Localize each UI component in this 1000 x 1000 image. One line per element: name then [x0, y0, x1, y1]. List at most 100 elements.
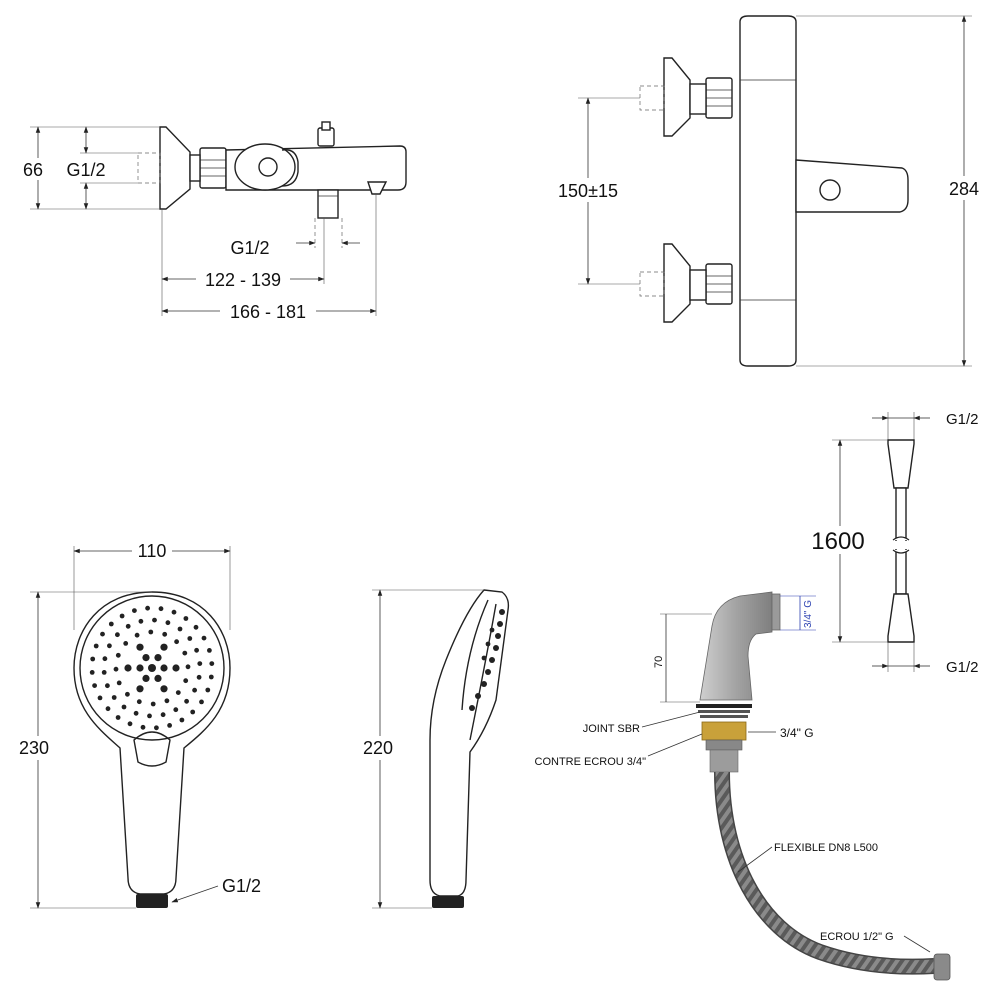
spray-nozzle [127, 721, 133, 727]
spray-nozzle [136, 664, 144, 672]
spray-nozzle [133, 710, 139, 716]
spray-nozzles [89, 605, 215, 731]
thread-right-label: 3/4" G [780, 726, 814, 740]
contre-ecrou-label: CONTRE ECROU 3/4" [535, 756, 647, 768]
ecrou-nut [933, 953, 951, 981]
spray-nozzle [138, 618, 144, 624]
spray-nozzle [147, 713, 152, 719]
spout-thread [771, 593, 781, 631]
hand-shower-side-view: 220 [358, 589, 510, 909]
spray-nozzle [142, 674, 150, 683]
spray-nozzle [184, 698, 190, 704]
spray-nozzle [115, 715, 121, 720]
spray-nozzle [100, 631, 105, 637]
spray-nozzle [177, 626, 183, 632]
spray-nozzle [136, 685, 144, 693]
flexible-ferrule [709, 749, 739, 773]
hand-shower-side-height: 220 [363, 738, 393, 758]
spray-nozzle [190, 709, 196, 715]
spray-nozzle [136, 699, 142, 705]
spray-nozzle [172, 664, 180, 672]
spray-nozzle [205, 687, 211, 693]
dim-total-height: 284 [949, 179, 979, 199]
spray-nozzle [125, 623, 131, 629]
spray-nozzle [182, 650, 188, 656]
mode-selector [133, 731, 171, 767]
joint-sbr-label: JOINT SBR [583, 723, 640, 735]
lower-inlet-flange [663, 243, 691, 323]
mixer-front-view: 150±15 284 [552, 15, 984, 367]
spray-nozzle [162, 631, 168, 637]
spray-nozzle [90, 656, 96, 662]
ecrou-label: ECROU 1/2" G [820, 931, 894, 943]
dim-inlet-thread: G1/2 [66, 160, 105, 180]
spray-nozzle [196, 674, 202, 680]
spray-nozzle [107, 643, 112, 649]
spray-nozzle [183, 678, 189, 684]
spray-nozzle [158, 606, 164, 612]
hand-shower-thread: G1/2 [222, 876, 261, 896]
cartridge-knob [258, 157, 278, 177]
inlet-stub [137, 152, 161, 184]
hose-length: 1600 [811, 528, 864, 555]
spray-nozzle [209, 661, 215, 666]
spout-body [699, 591, 773, 701]
spray-nozzle [160, 712, 166, 718]
spray-nozzle [174, 639, 180, 645]
spray-nozzle [154, 674, 162, 683]
spray-nozzle [201, 635, 207, 641]
contre-ecrou [701, 721, 747, 741]
shower-outlet [317, 189, 339, 219]
spray-nozzle [113, 666, 119, 672]
spray-nozzle [152, 617, 157, 623]
spray-nozzle [194, 647, 200, 653]
spray-nozzle [124, 664, 132, 672]
mixer-top-view: 66 G1/2 G1/2 122 - 139 166 - 181 [18, 121, 407, 322]
wall-flange [159, 126, 191, 210]
spray-nozzle [148, 664, 156, 672]
spray-nozzle [207, 648, 212, 653]
spray-nozzle [150, 701, 156, 707]
spray-nozzle [160, 685, 168, 693]
spray-nozzle [121, 704, 127, 710]
hand-shower-width: 110 [138, 541, 167, 561]
spray-nozzle [160, 664, 168, 672]
dim-inlet-spacing: 150±15 [558, 181, 618, 201]
spray-nozzle [140, 724, 146, 730]
hand-shower-outline [73, 591, 231, 895]
spray-nozzle [115, 652, 121, 658]
spray-nozzle [197, 661, 203, 666]
spray-nozzle [142, 654, 150, 662]
spray-nozzle [154, 654, 162, 662]
dim-outlet-span: 122 - 139 [205, 270, 281, 290]
hand-shower-connector [136, 894, 168, 908]
spout-thread-label: 3/4" G [803, 600, 814, 628]
upper-inlet-flange [663, 57, 691, 137]
spray-nozzle [132, 608, 137, 613]
mixer-arm [795, 159, 909, 213]
spray-nozzle [115, 632, 120, 638]
hand-shower-front-view: 110 230 G1/2 [14, 540, 261, 909]
spray-nozzle [192, 687, 198, 693]
spray-nozzle [199, 699, 204, 705]
spray-face [79, 595, 225, 741]
spray-nozzle [105, 683, 110, 689]
spray-nozzle [148, 629, 154, 635]
spray-nozzle [173, 707, 179, 713]
upper-inlet-collar [689, 83, 707, 115]
spray-nozzle [93, 643, 99, 649]
spray-nozzle [92, 683, 97, 688]
flexible-label: FLEXIBLE DN8 L500 [774, 842, 878, 854]
bath-spout [367, 181, 388, 195]
nut-collar [189, 154, 201, 182]
hose-top-ferrule [887, 439, 915, 489]
dim-height-66: 66 [23, 160, 43, 180]
spray-nozzle [108, 621, 114, 627]
spray-nozzle [145, 605, 151, 611]
spray-nozzle [208, 674, 214, 680]
spray-nozzle [97, 695, 103, 701]
dim-total-span: 166 - 181 [230, 302, 306, 322]
arm-control-knob [819, 179, 841, 201]
spray-nozzle [105, 706, 111, 712]
